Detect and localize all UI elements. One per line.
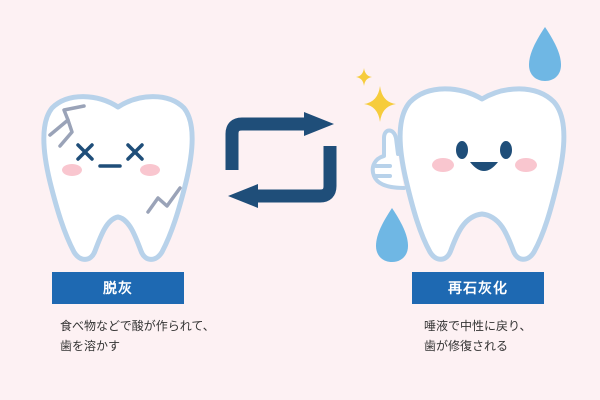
dizzy-eyes — [76, 143, 144, 168]
remineralization-desc: 唾液で中性に戻り、 歯が修復される — [424, 316, 532, 356]
left-cheek — [432, 158, 454, 172]
demineralization-label: 脱灰 — [52, 272, 184, 304]
demineralization-desc-line1: 食べ物などで酸が作られて、 — [60, 319, 215, 333]
right-cheek — [515, 158, 537, 172]
crack-icon — [48, 104, 182, 214]
left-cheek — [62, 164, 82, 176]
sad-tooth-icon — [41, 94, 195, 262]
cycle-arrows-icon — [225, 112, 337, 208]
smile — [470, 162, 498, 171]
sparkle-icon — [356, 68, 372, 86]
demineralization-desc-line2: 歯を溶かす — [60, 339, 121, 353]
remineralization-desc-line1: 唾液で中性に戻り、 — [424, 319, 532, 333]
demineralization-desc: 食べ物などで酸が作られて、 歯を溶かす — [60, 316, 215, 356]
right-tooth-body — [397, 86, 567, 262]
water-drop-icon — [376, 208, 408, 262]
left-eye — [456, 141, 468, 159]
right-cheek — [140, 164, 160, 176]
right-eye — [500, 141, 512, 159]
water-drop-icon — [529, 27, 561, 81]
left-tooth-body — [41, 94, 195, 262]
remineralization-desc-line2: 歯が修復される — [424, 339, 509, 353]
remineralization-label: 再石灰化 — [412, 272, 544, 304]
sparkle-icon — [364, 86, 396, 122]
thumbs-up-icon — [370, 128, 406, 190]
happy-tooth-icon — [370, 86, 567, 262]
